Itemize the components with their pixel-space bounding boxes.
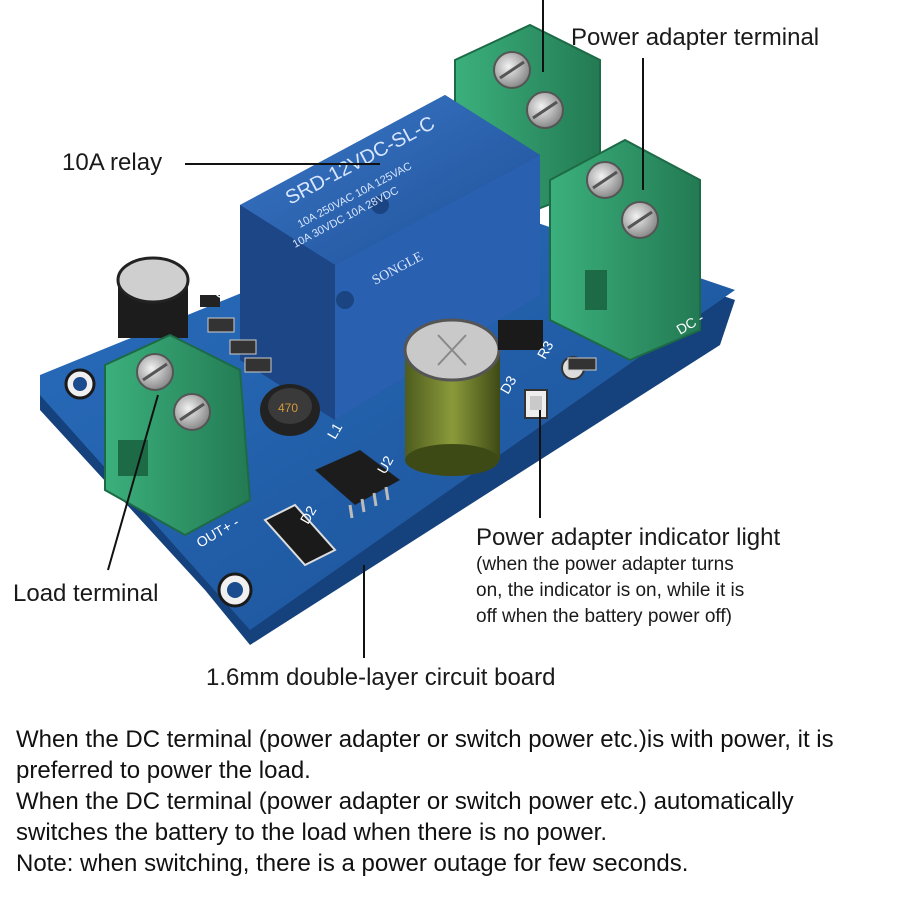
label-indicator-desc-3: off when the battery power off) — [476, 606, 732, 627]
ic-chip — [315, 450, 400, 519]
smd-components — [200, 295, 597, 373]
leader-lines — [107, 0, 644, 658]
note-line-3: When the DC terminal (power adapter or s… — [16, 788, 794, 815]
inductor: 470 — [260, 384, 320, 436]
small-capacitor — [116, 256, 190, 338]
silk-d2-label: D2 — [297, 503, 320, 527]
diode — [263, 503, 337, 567]
label-circuit-board: 1.6mm double-layer circuit board — [206, 664, 556, 691]
note-line-5: Note: when switching, there is a power o… — [16, 850, 689, 877]
note-line-2: preferred to power the load. — [16, 757, 311, 784]
power-adapter-terminal-block — [549, 138, 701, 362]
electrolytic-capacitor — [403, 318, 501, 476]
silk-d3-label: D3 — [497, 373, 520, 397]
label-load-terminal: Load terminal — [13, 580, 159, 607]
note-line-1: When the DC terminal (power adapter or s… — [16, 726, 834, 753]
inductor-label: 470 — [278, 401, 298, 415]
silk-c2-label: C2 — [211, 278, 234, 302]
note-line-4: switches the battery to the load when th… — [16, 819, 608, 846]
indicator-led — [524, 389, 548, 419]
label-relay: 10A relay — [62, 149, 163, 176]
silk-u2-label: U2 — [374, 453, 397, 477]
label-indicator-desc-2: on, the indicator is on, while it is — [476, 580, 745, 601]
silk-r3-label: R3 — [534, 338, 557, 362]
description-notes: When the DC terminal (power adapter or s… — [16, 724, 896, 879]
label-indicator-light: Power adapter indicator light — [476, 524, 781, 551]
label-power-adapter-terminal: Power adapter terminal — [571, 24, 820, 51]
silk-l1-label: L1 — [324, 420, 346, 442]
load-terminal-block — [104, 333, 252, 537]
label-indicator-desc-1: (when the power adapter turns — [476, 554, 734, 575]
